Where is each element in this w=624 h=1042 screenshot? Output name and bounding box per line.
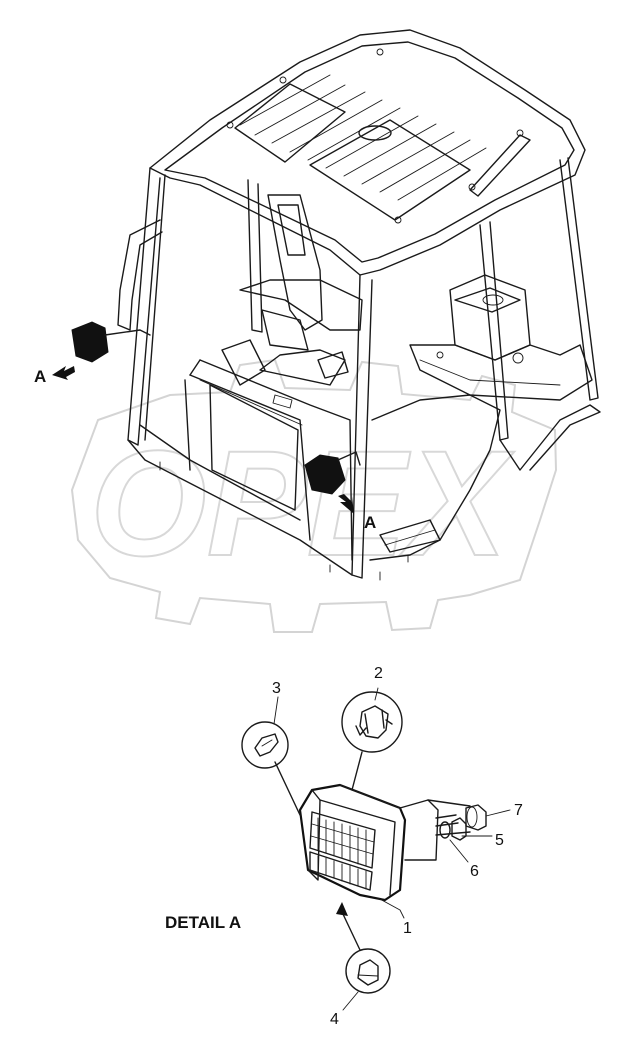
view-marker-right-label: A (364, 513, 376, 532)
callout-2: 2 (374, 665, 383, 682)
bulb-4-callout-circle (345, 948, 391, 994)
leader-7 (485, 809, 511, 817)
view-marker-left: A (34, 366, 75, 386)
view-marker-right: A (338, 494, 376, 532)
leader-1 (377, 897, 405, 919)
watermark-logo: OPEX (70, 358, 558, 633)
detail-caption: DETAIL A (165, 913, 241, 932)
callout-6: 6 (470, 863, 479, 880)
leader-4 (342, 991, 359, 1011)
bulb-3-callout-circle (241, 721, 289, 769)
leader-2 (374, 687, 379, 701)
leader-3 (273, 696, 279, 725)
view-marker-left-label: A (34, 367, 46, 386)
bulb-2-callout-circle (341, 691, 403, 753)
arrow-icon (338, 494, 354, 514)
work-lamp-right (304, 454, 346, 495)
callout-4: 4 (330, 1011, 339, 1028)
detail-a-drawing (241, 687, 511, 1011)
callout-1: 1 (403, 920, 412, 937)
work-lamp-left (71, 321, 109, 363)
cab-assembly-drawing (71, 29, 601, 581)
callout-3: 3 (272, 680, 281, 697)
leader-6 (449, 839, 469, 863)
callout-7: 7 (514, 802, 523, 819)
arrow-icon (336, 902, 348, 916)
arrow-icon (52, 366, 75, 380)
callout-5: 5 (495, 832, 504, 849)
